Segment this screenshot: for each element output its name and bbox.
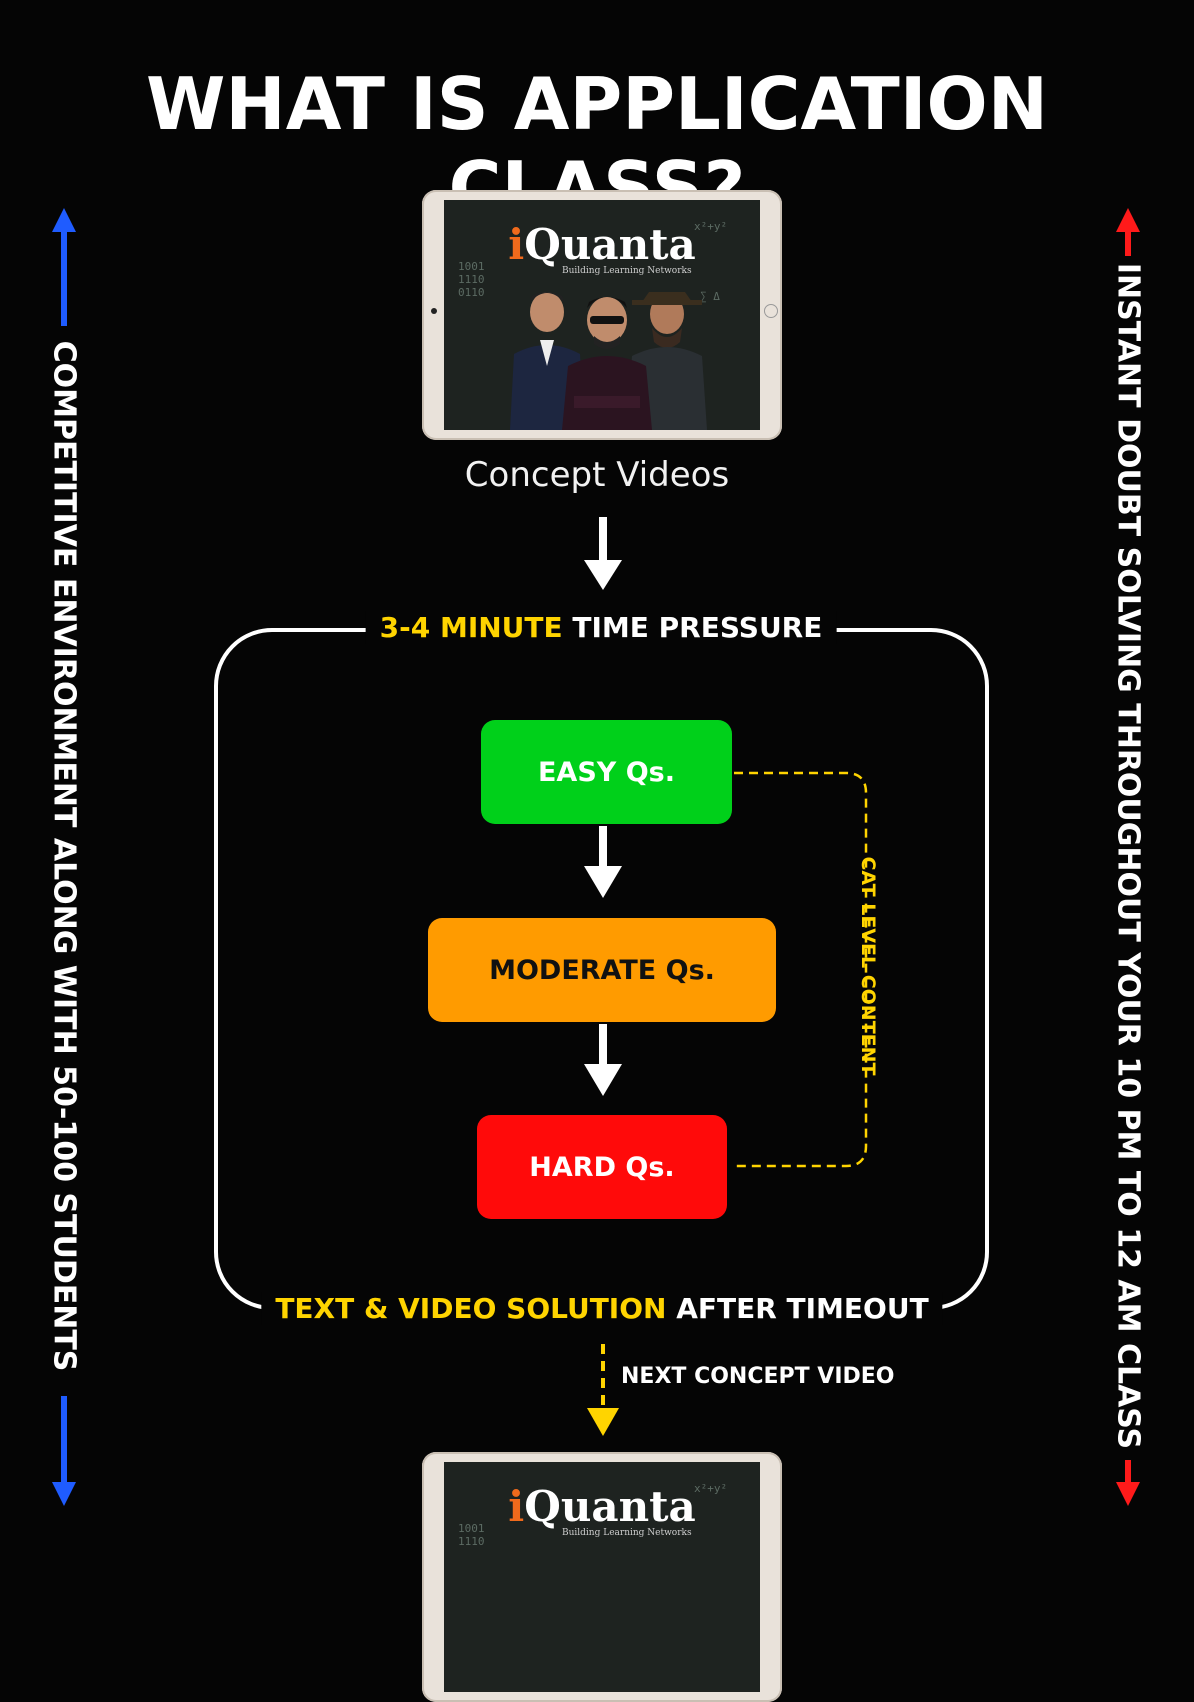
arrow-easy-to-moderate <box>584 826 622 898</box>
instructor-center <box>562 297 652 430</box>
arrow-moderate-to-hard <box>584 1024 622 1096</box>
arrow-next-concept <box>587 1344 619 1436</box>
arrow-to-loop <box>584 517 622 590</box>
brand-tagline: Building Learning Networks <box>562 266 692 276</box>
cat-level-content-label: CAT LEVEL CONTENT <box>857 856 879 1076</box>
competitive-environment-label: COMPETITIVE ENVIRONMENT ALONG WITH 50-10… <box>46 340 82 1372</box>
chalk-scribble: x²+y² <box>694 220 728 233</box>
easy-questions-box: EASY Qs. <box>481 720 732 824</box>
instant-doubt-solving-label: INSTANT DOUBT SOLVING THROUGHOUT YOUR 10… <box>1110 262 1146 1450</box>
left-side-arrow <box>52 208 76 1506</box>
brand-logo: iQuanta <box>508 1482 696 1531</box>
tablet-home-button <box>764 304 778 318</box>
tablet-camera <box>431 308 437 314</box>
hard-questions-box: HARD Qs. <box>477 1115 727 1219</box>
page-title: WHAT IS APPLICATION CLASS? <box>146 62 1048 230</box>
next-concept-video-label: NEXT CONCEPT VIDEO <box>621 1364 895 1389</box>
moderate-questions-box: MODERATE Qs. <box>428 918 776 1022</box>
time-pressure-label: 3-4 MINUTE TIME PRESSURE <box>365 611 837 644</box>
solution-after-timeout-label: TEXT & VIDEO SOLUTION AFTER TIMEOUT <box>261 1292 943 1325</box>
instructors-photo <box>510 292 707 430</box>
chalk-scribble: x²+y² <box>694 1482 728 1495</box>
cat-level-bracket <box>734 771 868 1168</box>
brand-logo: iQuanta <box>508 220 696 269</box>
chalk-scribble: ∑ Δ <box>700 290 720 303</box>
brand-tagline: Building Learning Networks <box>562 1528 692 1538</box>
right-side-arrow <box>1116 208 1140 1506</box>
flow-arrows <box>52 208 1140 1506</box>
concept-videos-caption: Concept Videos <box>464 455 730 495</box>
